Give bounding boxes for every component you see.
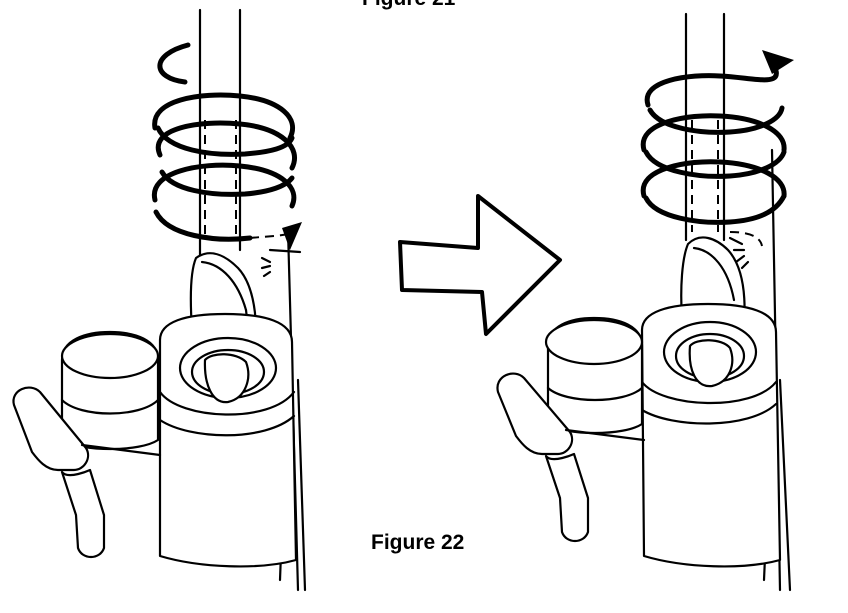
figure-caption-top: Figure 21 [362, 0, 455, 9]
knob-left [60, 330, 160, 451]
contact-marks-right [728, 236, 750, 270]
right-panel [496, 12, 794, 592]
socket-housing-left [158, 312, 298, 568]
figure-caption-bottom: Figure 22 [371, 531, 465, 554]
spiral-rotation-icon [151, 42, 302, 254]
left-panel [12, 8, 307, 592]
socket-housing-right [640, 302, 782, 568]
rod-left [198, 8, 242, 262]
spiral-rotation-icon-right [640, 50, 794, 247]
contact-marks-left [260, 256, 272, 278]
right-arrow-icon [398, 194, 562, 336]
lever-right [496, 372, 646, 543]
knob-right [544, 316, 644, 435]
lever-left [12, 386, 162, 559]
rod-right [684, 12, 726, 242]
